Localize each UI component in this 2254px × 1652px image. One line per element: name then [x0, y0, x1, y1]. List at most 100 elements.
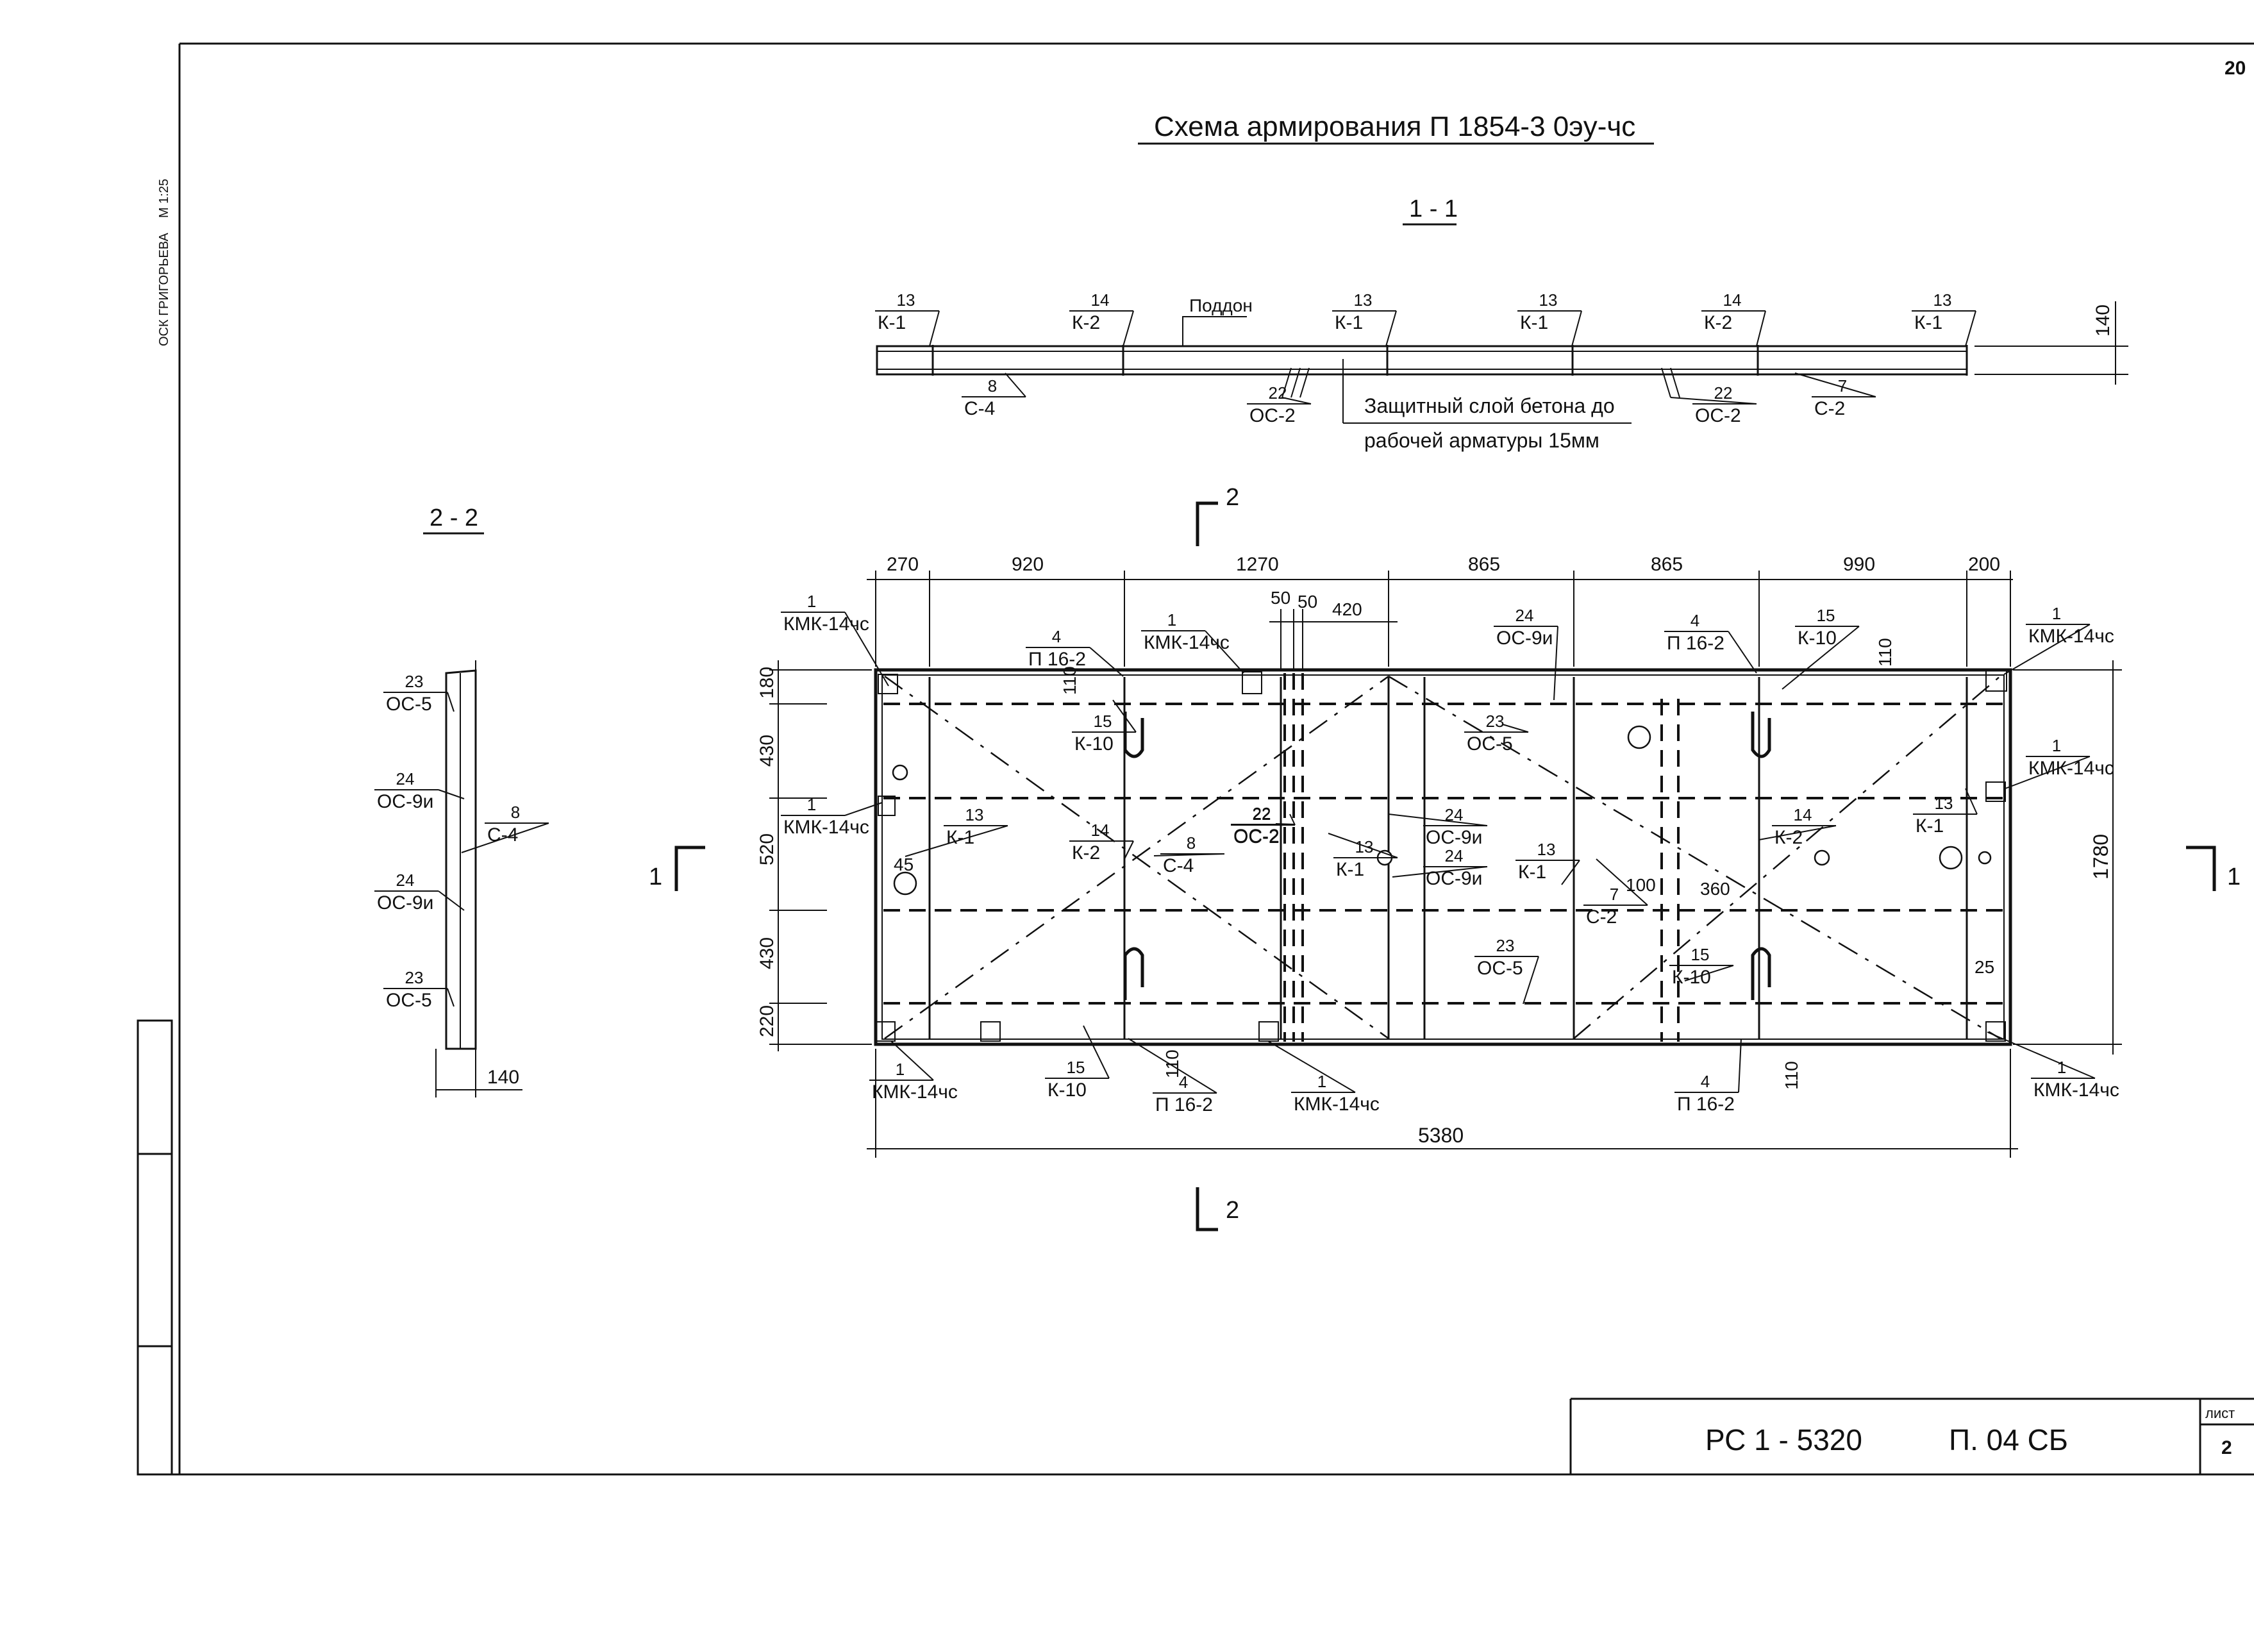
rebar-tag: 8С-4	[461, 803, 549, 853]
doc-code: РС 1 - 5320	[1705, 1423, 1862, 1456]
tag-number: 1	[807, 795, 816, 814]
side-note-author: ОСК ГРИГОРЬЕВА	[157, 233, 171, 346]
tag-name: ОС-9и	[1426, 868, 1482, 889]
top-dimension: 1270	[1236, 554, 1279, 575]
tag-number: 1	[1317, 1072, 1326, 1091]
lifting-loop	[1751, 947, 1771, 1000]
rebar-tag: 14К-2	[1758, 805, 1837, 848]
tag-name: П 16-2	[1677, 1094, 1735, 1115]
tag-number: 8	[1187, 833, 1196, 853]
rebar-tag: 14К-2	[1701, 290, 1766, 347]
rebar-tag: 13К-1	[1332, 290, 1397, 347]
tag-number: 1	[896, 1060, 905, 1079]
small-dimension: 100	[1626, 875, 1656, 895]
tag-number: 4	[1701, 1072, 1710, 1091]
tag-name: К-2	[1072, 312, 1100, 333]
length-dimension: 5380	[1418, 1124, 1464, 1147]
rebar-tag: 13К-1	[1515, 840, 1580, 885]
section-2-title: 2 - 2	[430, 505, 478, 531]
rebar-tag: 4 П 16-2	[1674, 1038, 1742, 1115]
left-dimension: 430	[756, 937, 778, 969]
tag-number: 13	[1539, 290, 1558, 310]
section-1-1: 1 - 1 140 Поддон Защитный слой бетона до…	[876, 196, 2128, 452]
tag-name: К-2	[1774, 827, 1803, 848]
cut-label: 2	[1226, 1197, 1239, 1224]
slab-section	[876, 345, 1968, 376]
sheet-number: 2	[2221, 1437, 2232, 1458]
tag-number: 13	[1537, 840, 1556, 859]
doc-part: П. 04 СБ	[1949, 1423, 2068, 1456]
tag-name: КМК-14чс	[2028, 626, 2114, 647]
tag-number: 4	[1179, 1072, 1188, 1092]
slab-outline	[874, 668, 2012, 1046]
rebar-tag: 8С-4	[962, 372, 1026, 419]
tag-number: 15	[1094, 712, 1112, 731]
tag-name: П 16-2	[1667, 633, 1724, 654]
hole	[893, 871, 917, 896]
sheet-frame	[137, 42, 2254, 1476]
tag-number: 23	[1496, 936, 1515, 955]
tag-number: 14	[1091, 821, 1110, 840]
cover-note-line1: Защитный слой бетона до	[1364, 394, 1615, 417]
rebar-tag: 13К-1	[1517, 290, 1582, 347]
small-dimension: 110	[1782, 1061, 1801, 1090]
tag-number: 13	[1933, 290, 1952, 310]
small-dimension: 420	[1332, 599, 1362, 619]
tag-layer: 13К-114К-213К-113К-114К-213К-18С-422ОС-2…	[374, 290, 2119, 1115]
tag-name: К-2	[1704, 312, 1732, 333]
embedded-plate	[1242, 671, 1262, 694]
pallet-label: Поддон	[1189, 296, 1253, 315]
tag-number: 7	[1838, 376, 1847, 396]
cut-label: 1	[2227, 864, 2241, 890]
small-dimension: 50	[1271, 588, 1290, 608]
lifting-loop	[1123, 712, 1144, 758]
rebar-tag: 4 П 16-2	[1664, 611, 1757, 674]
rebar-tag: 8С-4	[1153, 833, 1225, 876]
rebar-tag: 13К-1	[875, 290, 940, 347]
tag-name: К-10	[1672, 967, 1711, 988]
tag-number: 15	[1691, 945, 1710, 964]
tag-number: 4	[1690, 611, 1699, 630]
tag-name: С-4	[964, 398, 995, 419]
small-dimension: 110	[1060, 666, 1080, 695]
tag-name: ОС-2	[1249, 405, 1296, 426]
tag-name: С-2	[1586, 906, 1617, 928]
tag-number: 14	[1091, 290, 1110, 310]
top-dimension: 270	[887, 554, 919, 575]
rebar-tag: 13К-1	[905, 805, 1008, 857]
tag-name: ОС-2	[1233, 826, 1280, 847]
small-dimension: 25	[1974, 957, 1994, 977]
embedded-plate	[878, 674, 898, 694]
section-2-width: 140	[487, 1067, 519, 1088]
tag-number: 22	[1253, 805, 1271, 824]
embedded-plate	[875, 1021, 896, 1042]
tag-number: 24	[1515, 606, 1534, 625]
embedded-plate	[1985, 670, 2007, 692]
tag-number: 24	[396, 871, 415, 890]
tag-number: 24	[396, 769, 415, 788]
section-1-title: 1 - 1	[1409, 196, 1458, 222]
left-dimension: 220	[756, 1005, 778, 1037]
tag-number: 1	[2057, 1058, 2066, 1077]
embedded-plate	[1985, 781, 2006, 802]
tag-number: 14	[1794, 805, 1812, 824]
top-dimension: 920	[1012, 554, 1044, 575]
tag-number: 1	[2052, 604, 2061, 623]
rebar-tag: 7С-2	[1794, 372, 1876, 419]
tag-name: КМК-14чс	[2028, 758, 2114, 779]
tag-number: 13	[1355, 837, 1374, 856]
tag-name: П 16-2	[1028, 649, 1086, 670]
